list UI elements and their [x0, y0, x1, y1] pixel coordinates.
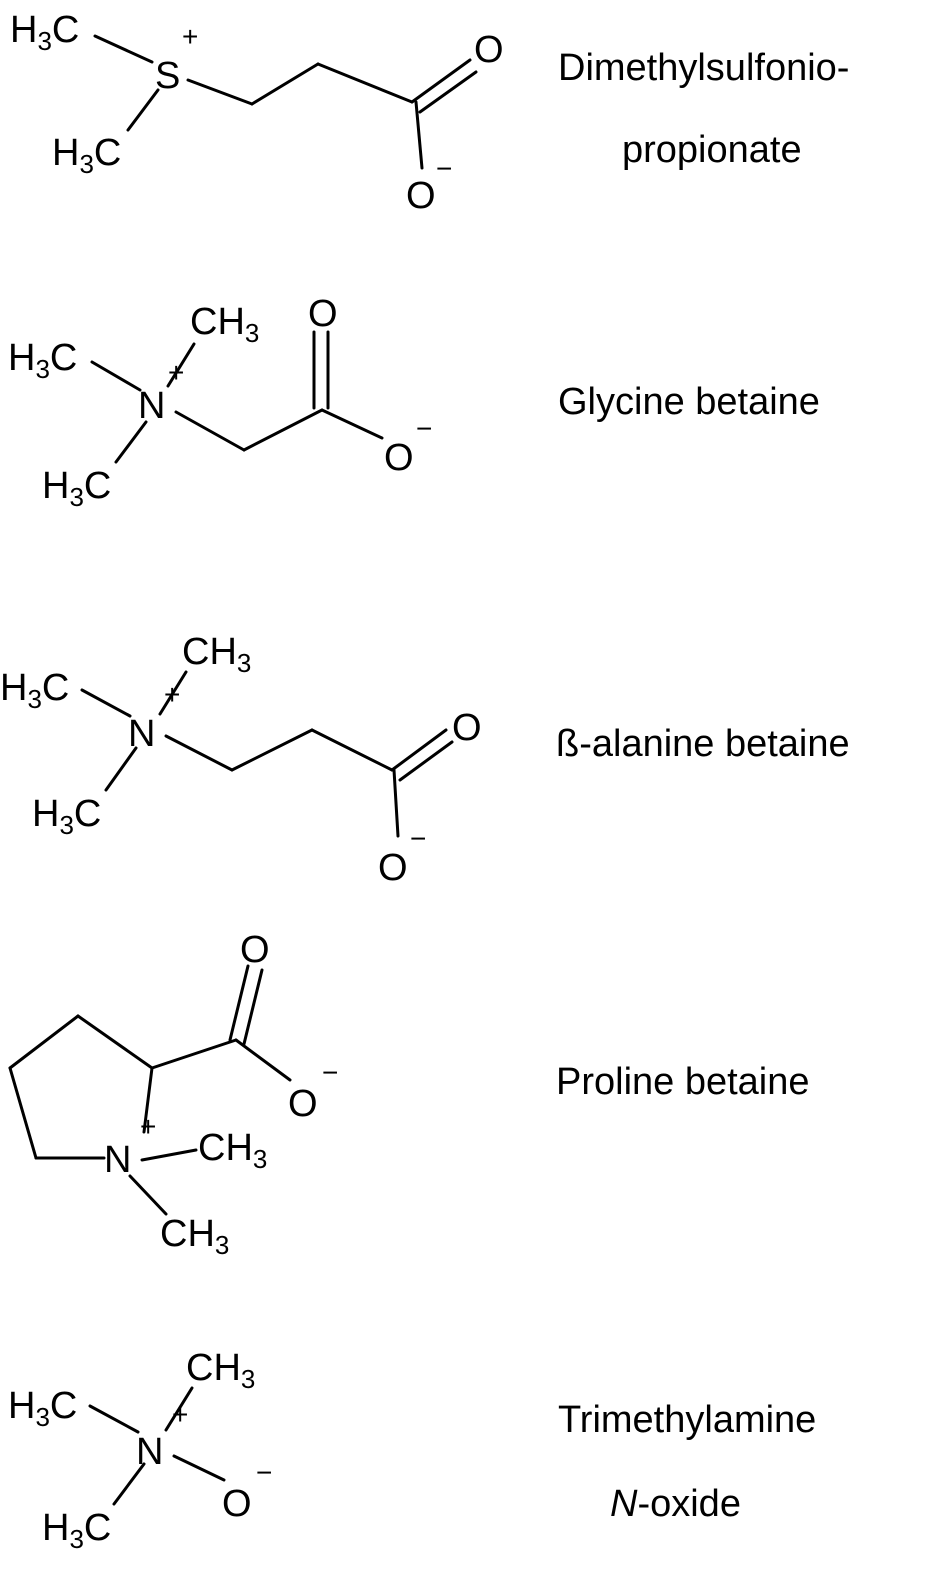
dmsp-anion-charge: −: [436, 153, 452, 184]
proline-betaine-bonds: [8, 964, 292, 1216]
pb-anion-oxygen: O: [288, 1083, 318, 1125]
bond-c-o-double-1: [228, 964, 250, 1042]
gb-name: Glycine betaine: [558, 381, 820, 423]
pb-methyl-right: CH3: [198, 1127, 267, 1174]
bond-c3-o-double-2: [398, 740, 454, 782]
gb-carbonyl-oxygen: O: [308, 293, 338, 335]
tmao-name-line2: N-oxide: [610, 1483, 741, 1525]
tmao-nitrogen: N: [136, 1431, 163, 1473]
beta-alanine-betaine-structure: CH3 H3C H3C N + O O − ß-alanine betaine: [0, 631, 850, 889]
proline-betaine-structure: O O − N + CH3 CH3 Proline betaine: [8, 929, 810, 1260]
bond-n-methyl-right: [140, 1148, 198, 1162]
bab-anion-oxygen: O: [378, 847, 408, 889]
bond-n-c1: [164, 734, 234, 772]
gb-anion-charge: −: [416, 413, 432, 444]
bond-n-methyl-left: [90, 360, 142, 392]
tmao-bonds: [88, 1386, 226, 1506]
bond-c-o-single: [320, 408, 384, 440]
dmsp-sulfur: S: [155, 55, 180, 97]
gb-nitrogen-charge: +: [168, 357, 184, 388]
tmao-structure: CH3 H3C H3C N + O − Trimethylamine N-oxi…: [8, 1347, 816, 1554]
pb-nitrogen: N: [104, 1139, 131, 1181]
pb-anion-charge: −: [322, 1057, 338, 1088]
tmao-oxide-oxygen: O: [222, 1483, 252, 1525]
pb-nitrogen-charge: +: [140, 1111, 156, 1142]
bond-ring-c2-n: [142, 1066, 154, 1134]
bab-methyl-bottom: H3C: [32, 793, 101, 840]
bond-n-methyl-top: [164, 1386, 194, 1432]
gb-methyl-left: H3C: [8, 337, 77, 384]
bab-nitrogen-charge: +: [164, 679, 180, 710]
bond-n-methyl-bottom: [114, 420, 148, 464]
bond-ring-c3-c2: [76, 1014, 154, 1070]
dmsp-bonds: [93, 34, 478, 170]
tmao-methyl-bottom: H3C: [42, 1507, 111, 1554]
bond-c3-o-double-1: [390, 728, 448, 772]
bond-ring-c3-c4: [8, 1014, 80, 1070]
bond-n-ch2: [174, 410, 246, 452]
bab-anion-charge: −: [410, 823, 426, 854]
gb-methyl-top: CH3: [190, 301, 259, 348]
bab-nitrogen: N: [128, 713, 155, 755]
pb-carbonyl-oxygen: O: [240, 929, 270, 971]
tmao-methyl-top: CH3: [186, 1347, 255, 1394]
beta-alanine-betaine-bonds: [80, 670, 454, 838]
tmao-oxide-charge: −: [256, 1457, 272, 1488]
dmsp-methyl-top: H3C: [10, 9, 79, 56]
dmsp-name-line2: propionate: [622, 129, 802, 171]
tmao-name-rest: -oxide: [637, 1483, 741, 1525]
bond-c1-c2: [230, 728, 314, 772]
glycine-betaine-structure: CH3 H3C H3C N + O O − Glycine betaine: [8, 293, 820, 512]
dmsp-anion-oxygen: O: [406, 175, 436, 217]
bond-ring-c4-c5: [8, 1066, 38, 1160]
bond-c2-c3: [310, 728, 394, 772]
bond-s-methyl-top: [93, 34, 154, 64]
gb-methyl-bottom: H3C: [42, 465, 111, 512]
bond-c2-carboxyl: [150, 1038, 238, 1070]
bond-c3-o-double-1: [410, 58, 472, 104]
bond-n-methyl-left: [80, 688, 132, 718]
bond-s-methyl-bottom: [126, 88, 160, 132]
bond-n-methyl-bottom: [128, 1174, 168, 1216]
bond-c3-o-double-2: [418, 70, 478, 114]
bond-ch2-c: [242, 408, 324, 452]
tmao-methyl-left: H3C: [8, 1385, 77, 1432]
bond-c3-o-single: [392, 768, 400, 838]
tmao-name-italic: N: [610, 1483, 638, 1525]
gb-anion-oxygen: O: [384, 437, 414, 479]
gb-nitrogen: N: [138, 385, 165, 427]
bond-n-methyl-top: [158, 670, 188, 716]
bond-c2-c3: [316, 62, 414, 104]
bond-n-methyl-top: [166, 342, 196, 388]
bond-n-methyl-bottom: [112, 1462, 146, 1506]
pb-methyl-bottom: CH3: [160, 1213, 229, 1260]
bab-name: ß-alanine betaine: [556, 723, 850, 765]
bond-s-c1: [186, 78, 254, 106]
glycine-betaine-bonds: [90, 330, 384, 464]
dmsp-sulfur-charge: +: [182, 21, 198, 52]
dmsp-name-line1: Dimethylsulfonio-: [558, 47, 849, 89]
bab-methyl-left: H3C: [0, 667, 69, 714]
bond-c-o-single: [234, 1038, 292, 1082]
tmao-name-line1: Trimethylamine: [558, 1399, 816, 1441]
bond-c1-c2: [250, 62, 320, 106]
bond-c-o-double-2: [242, 968, 264, 1046]
pb-name: Proline betaine: [556, 1061, 810, 1103]
dmsp-structure: H3C H3C S + O O − Dimethylsulfonio- prop…: [10, 9, 849, 217]
tmao-nitrogen-charge: +: [172, 1399, 188, 1430]
bond-n-oxide: [172, 1454, 226, 1482]
bond-n-methyl-bottom: [104, 746, 138, 792]
bab-carbonyl-oxygen: O: [452, 707, 482, 749]
bab-methyl-top: CH3: [182, 631, 251, 678]
dmsp-methyl-bottom: H3C: [52, 132, 121, 179]
bond-c3-o-single: [414, 100, 424, 170]
dmsp-carbonyl-oxygen: O: [474, 29, 504, 71]
bond-n-methyl-left: [88, 1404, 140, 1434]
